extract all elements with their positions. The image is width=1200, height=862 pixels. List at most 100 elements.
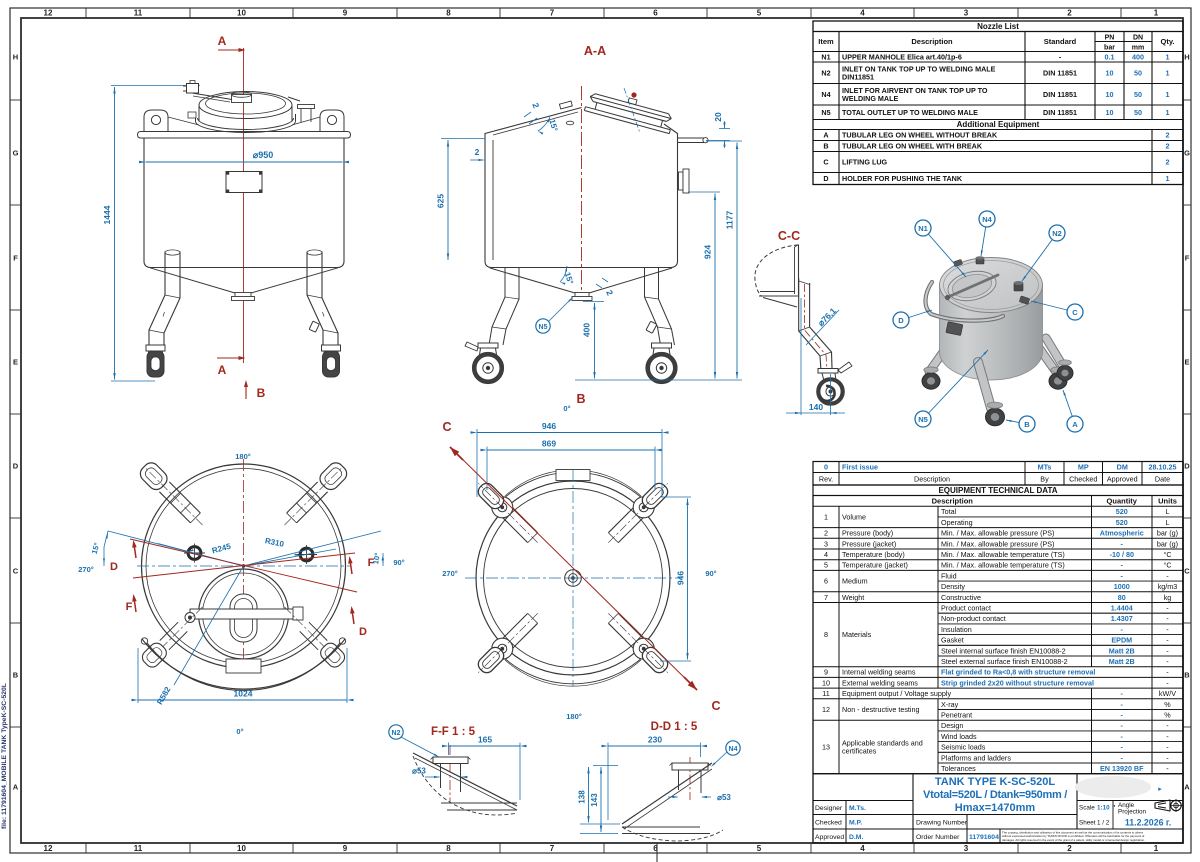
svg-text:0°: 0° [236,727,243,736]
svg-text:400: 400 [1132,52,1144,61]
svg-text:2: 2 [475,147,480,157]
svg-text:625: 625 [436,194,446,208]
svg-text:TOTAL OUTLET UP TO WELDING MA: TOTAL OUTLET UP TO WELDING MALE [842,108,978,117]
svg-text:4: 4 [860,9,865,18]
svg-text:15°: 15° [90,542,102,555]
svg-text:90°: 90° [705,569,716,578]
svg-text:External welding seams: External welding seams [842,678,918,687]
svg-text:-: - [1121,732,1124,741]
svg-text:%: % [1164,710,1171,719]
svg-text:1:10: 1:10 [1097,805,1110,812]
svg-text:M.P.: M.P. [849,820,862,827]
svg-text:1: 1 [1166,174,1170,183]
svg-text:4: 4 [860,844,865,853]
svg-text:7: 7 [550,844,555,853]
svg-text:3: 3 [964,844,969,853]
svg-text:B: B [257,386,266,400]
svg-text:C: C [13,567,19,576]
svg-text:without expressed authorizatio: without expressed authorization by TANKS… [1002,834,1145,838]
svg-text:924: 924 [703,245,713,259]
svg-text:Checked: Checked [1069,475,1097,484]
svg-text:kg/m3: kg/m3 [1158,582,1178,591]
svg-text:520: 520 [1116,518,1128,527]
svg-text:7: 7 [550,9,555,18]
svg-text:C: C [711,699,720,713]
svg-text:By: By [1040,475,1049,484]
svg-text:Min. / Max. allowable pressure: Min. / Max. allowable pressure (PS) [941,529,1054,538]
svg-text:1.4404: 1.4404 [1111,603,1133,612]
svg-text:DIN 11851: DIN 11851 [1043,108,1077,117]
svg-text:N4: N4 [982,215,992,224]
svg-text:N5: N5 [918,415,928,424]
svg-text:DIN11851: DIN11851 [842,73,874,82]
svg-text:G: G [1184,149,1190,158]
svg-text:Volume: Volume [842,513,866,522]
svg-text:kg: kg [1164,593,1172,602]
svg-text:143: 143 [590,793,599,807]
svg-text:B: B [1184,671,1190,680]
svg-text:R310: R310 [264,536,285,549]
svg-text:5: 5 [757,9,762,18]
svg-text:INLET ON TANK TOP UP TO WELDIN: INLET ON TANK TOP UP TO WELDING MALE [842,65,996,74]
svg-text:HOLDER FOR PUSHING THE TANK: HOLDER FOR PUSHING THE TANK [842,174,963,183]
svg-text:Checked: Checked [815,820,842,827]
svg-text:Medium: Medium [842,577,868,586]
svg-text:Non-product contact: Non-product contact [941,614,1006,623]
svg-text:C: C [442,420,451,434]
svg-text:Steel internal surface finish: Steel internal surface finish EN10088-2 [941,646,1066,655]
svg-text:Item: Item [818,37,834,46]
svg-text:F: F [368,557,375,569]
svg-text:Angle: Angle [1118,802,1135,809]
svg-text:-: - [1166,603,1169,612]
svg-text:Units: Units [1158,497,1177,506]
svg-text:X-ray: X-ray [941,700,959,709]
svg-text:7: 7 [824,593,828,602]
svg-text:Min. / Max. allowable temperat: Min. / Max. allowable temperature (TS) [941,561,1065,570]
svg-text:28.10.25: 28.10.25 [1149,463,1177,472]
svg-text:1 / 2: 1 / 2 [1097,820,1110,827]
svg-text:-: - [1121,571,1124,580]
svg-text:10: 10 [237,844,246,853]
svg-text:H: H [1184,53,1189,62]
svg-text:Approved: Approved [815,834,844,841]
svg-text:Design: Design [941,721,963,730]
svg-text:DN: DN [1133,35,1143,42]
svg-text:bar (g): bar (g) [1157,539,1178,548]
svg-text:°C: °C [1163,561,1171,570]
svg-text:Description: Description [911,37,953,46]
svg-text:1177: 1177 [725,211,735,230]
svg-text:-: - [1166,678,1169,687]
svg-text:2: 2 [604,288,615,297]
svg-text:8: 8 [446,9,451,18]
svg-text:Product contact: Product contact [941,603,991,612]
svg-text:80: 80 [1118,593,1126,602]
svg-text:Matt 2B: Matt 2B [1109,646,1135,655]
svg-text:D: D [898,316,904,325]
svg-text:EPDM: EPDM [1111,636,1132,645]
svg-text:Applicable standards and: Applicable standards and [842,738,923,747]
svg-text:N1: N1 [821,52,830,61]
svg-text:Tolerances: Tolerances [941,764,976,773]
svg-text:-: - [1121,721,1124,730]
svg-text:-: - [1121,700,1124,709]
svg-text:▪: ▪ [1114,804,1116,810]
svg-text:1: 1 [1166,68,1170,77]
svg-text:bar: bar [1104,45,1115,52]
svg-text:INLET FOR AIRVENT ON TANK TOP: INLET FOR AIRVENT ON TANK TOP UP TO [842,86,988,95]
svg-text:WELDING MALE: WELDING MALE [842,94,899,103]
svg-text:10: 10 [237,9,246,18]
svg-text:1024: 1024 [234,689,253,699]
svg-text:kW/V: kW/V [1159,689,1176,698]
svg-text:946: 946 [676,571,686,585]
svg-text:Penetrant: Penetrant [941,710,972,719]
svg-text:B: B [576,392,585,406]
svg-text:-: - [1121,710,1124,719]
svg-text:180°: 180° [235,452,251,461]
svg-text:13: 13 [822,743,830,752]
svg-text:A: A [218,34,227,48]
svg-text:11: 11 [134,844,143,853]
svg-text:N5: N5 [539,324,548,331]
svg-text:Weight: Weight [842,593,864,602]
svg-text:1: 1 [1154,844,1159,853]
svg-text:Vtotal=520L / Dtank=950mm /: Vtotal=520L / Dtank=950mm / [923,789,1067,801]
